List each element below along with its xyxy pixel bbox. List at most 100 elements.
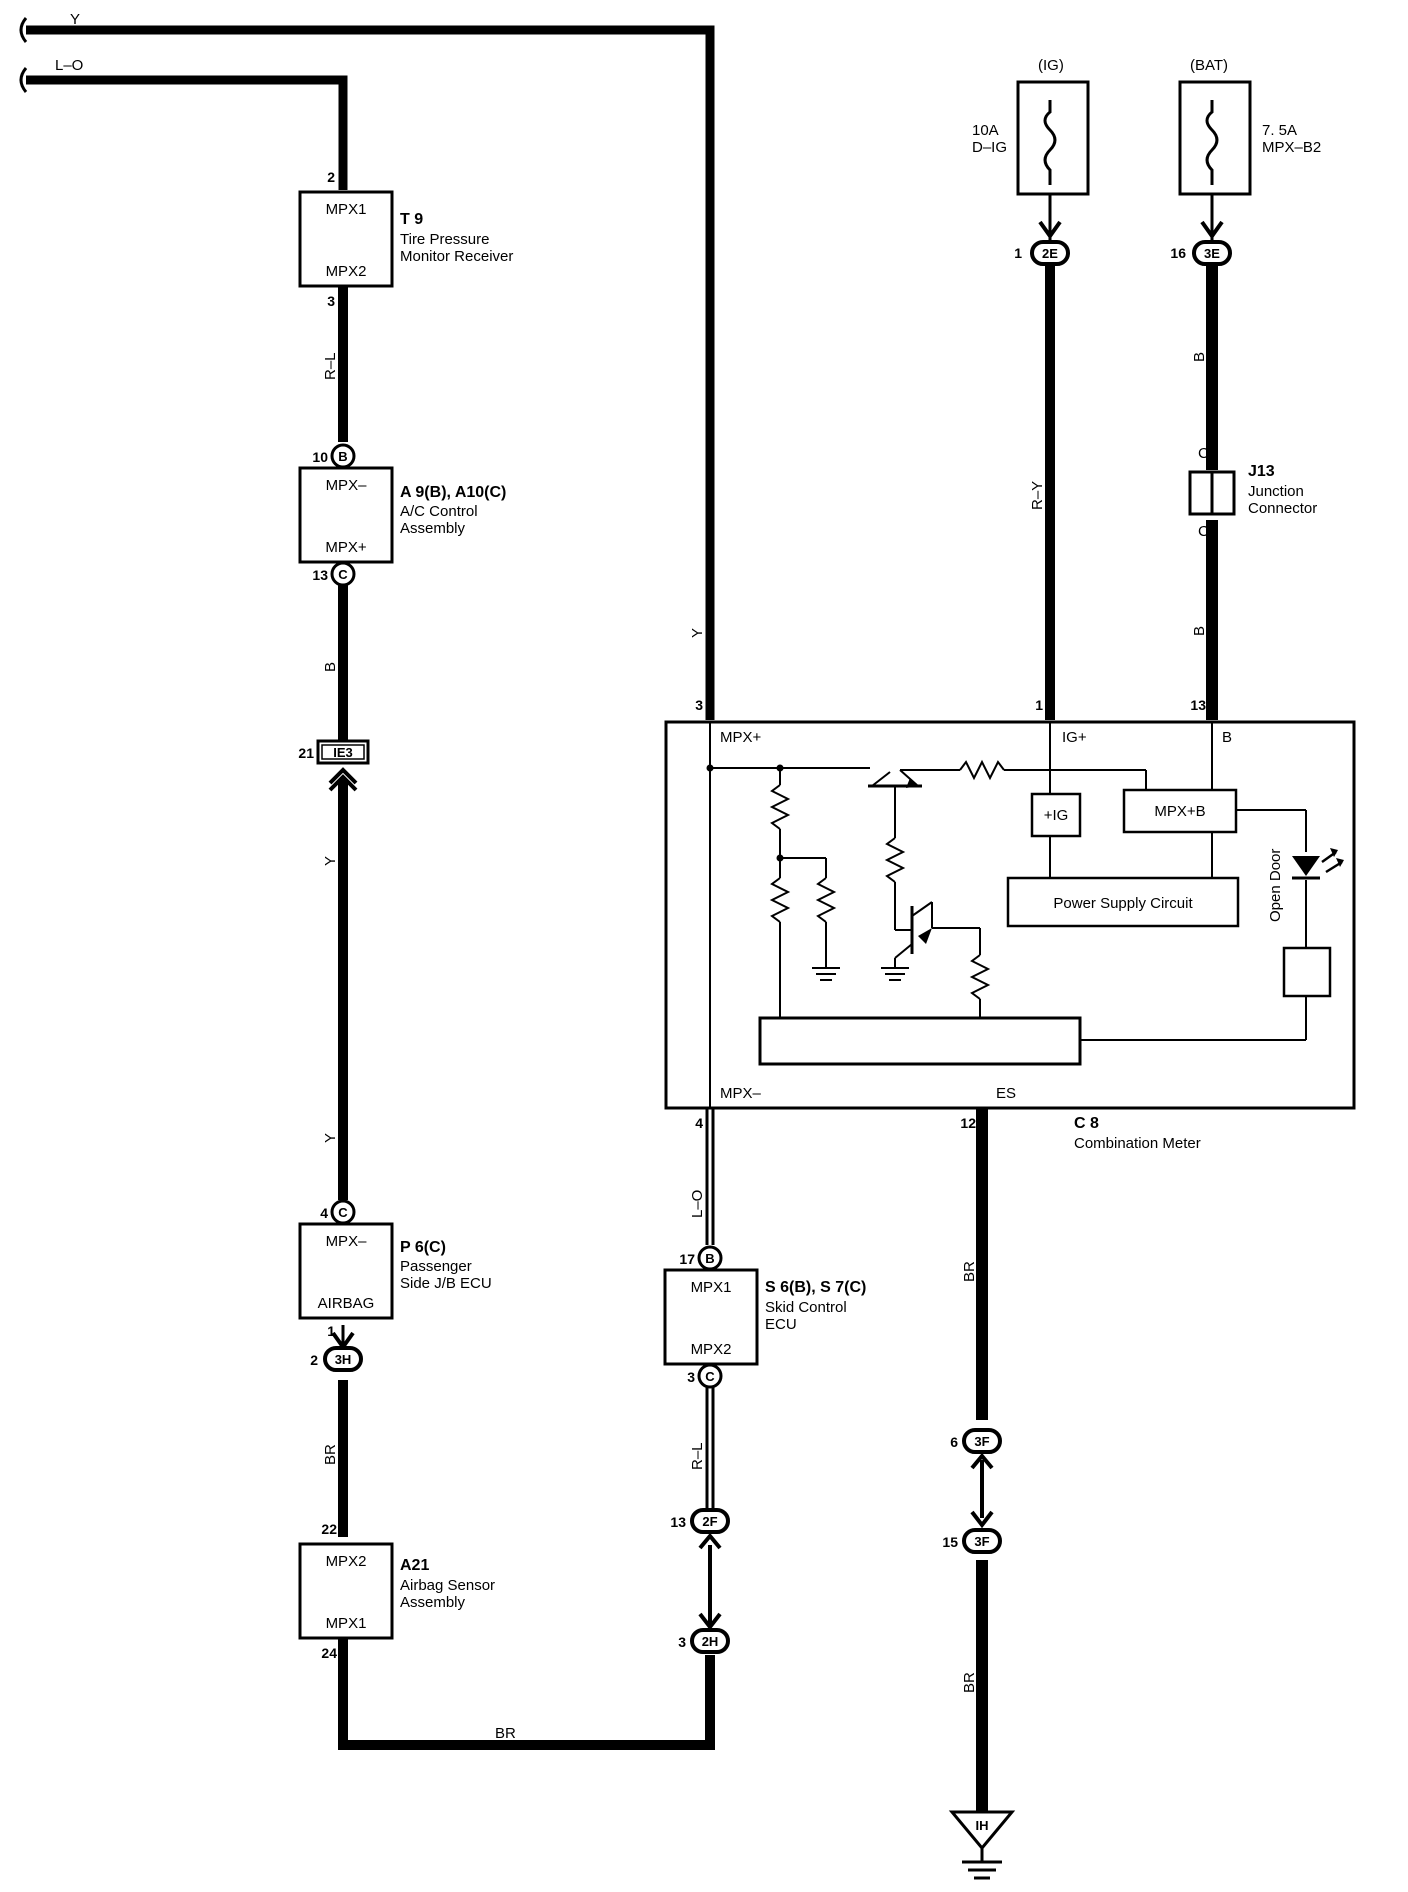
- svg-text:3H: 3H: [335, 1352, 352, 1367]
- ground-icon: [812, 967, 909, 981]
- component-j13: C C J13 Junction Connector: [1188, 445, 1317, 540]
- svg-text:B: B: [705, 1251, 714, 1266]
- wire-label-top-y: Y: [70, 11, 80, 28]
- wire-label-p6-a21: BR: [322, 1444, 339, 1465]
- pin-number: 3: [327, 293, 335, 309]
- block-label: MPX+B: [1154, 803, 1205, 820]
- connector-3e: 3E 16: [1170, 240, 1232, 266]
- ground-ih: IH: [948, 1810, 1016, 1880]
- fuse-source: (IG): [1038, 57, 1064, 74]
- terminal-label: IG+: [1062, 729, 1087, 746]
- pin-number: 13: [1190, 697, 1206, 713]
- component-code: S 6(B), S 7(C): [765, 1279, 866, 1296]
- fuse-source: (BAT): [1190, 57, 1228, 74]
- terminal-label: ES: [996, 1085, 1016, 1102]
- component-s6: B 17 MPX1 MPX2 C 3 S 6(B), S 7(C) Skid C…: [663, 1245, 866, 1389]
- c8-power-supply-block: [1006, 876, 1240, 928]
- component-code: A 9(B), A10(C): [400, 484, 506, 501]
- fuse-icon: [1205, 100, 1219, 185]
- svg-text:B: B: [338, 449, 347, 464]
- wire-bottom-br: [338, 1630, 715, 1750]
- component-name: Assembly: [400, 520, 466, 537]
- c8-mpxb-block: [1122, 788, 1238, 834]
- fuse-rating: 7. 5A: [1262, 122, 1297, 139]
- fuse-bat: (BAT) 7. 5A MPX–B2: [1178, 57, 1321, 196]
- pin-number: 2: [310, 1352, 318, 1368]
- component-name: A/C Control: [400, 503, 478, 520]
- wire-label-es-down: BR: [961, 1261, 978, 1282]
- terminal-label: AIRBAG: [318, 1295, 375, 1312]
- pin-number: 13: [312, 567, 328, 583]
- component-code: T 9: [400, 211, 423, 228]
- svg-text:2F: 2F: [702, 1514, 717, 1529]
- component-code: C 8: [1074, 1115, 1099, 1132]
- pin-number: 2: [327, 169, 335, 185]
- component-c8: 3 1 13 MPX+ IG+ B MPX– ES: [664, 697, 1356, 1152]
- fuse-rating: 10A: [972, 122, 999, 139]
- svg-text:3F: 3F: [974, 1534, 989, 1549]
- pin-number: 22: [321, 1521, 337, 1537]
- terminal-label: MPX2: [326, 1553, 367, 1570]
- connector-2h: 2H 3: [678, 1612, 730, 1654]
- terminal-label: B: [1222, 729, 1232, 746]
- connector-ie3: IE3 21: [298, 739, 370, 792]
- svg-text:C: C: [705, 1369, 715, 1384]
- svg-text:IE3: IE3: [333, 745, 353, 760]
- wire-label-bat-upper: B: [1191, 352, 1208, 362]
- component-name: Combination Meter: [1074, 1135, 1201, 1152]
- terminal-label: MPX+: [720, 729, 762, 746]
- block-label: +IG: [1044, 807, 1069, 824]
- wire-lo-top: [19, 67, 348, 190]
- svg-text:C: C: [338, 567, 348, 582]
- fuse-icon: [1043, 100, 1057, 185]
- wire-label-t9-a10: R–L: [322, 352, 339, 380]
- arrow-up-icon: [698, 1532, 722, 1550]
- component-a10: B 10 MPX– MPX+ C 13 A 9(B), A10(C) A/C C…: [298, 443, 506, 587]
- pin-number: 21: [298, 745, 314, 761]
- pin-number: 13: [670, 1514, 686, 1530]
- terminal-label: MPX1: [326, 201, 367, 218]
- pin-number: 17: [679, 1251, 695, 1267]
- pin-number: 10: [312, 449, 328, 465]
- terminal-label: MPX2: [691, 1341, 732, 1358]
- terminal-label: MPX–: [326, 477, 368, 494]
- svg-text:3F: 3F: [974, 1434, 989, 1449]
- arrow-up-icon: [328, 767, 358, 785]
- wire-label-s6-down: R–L: [689, 1442, 706, 1470]
- svg-text:2H: 2H: [702, 1634, 719, 1649]
- svg-text:C: C: [338, 1205, 348, 1220]
- block-label: Power Supply Circuit: [1053, 895, 1193, 912]
- j13-pin: C: [1198, 523, 1209, 540]
- terminal-label: MPX–: [326, 1233, 368, 1250]
- terminal-label: MPX2: [326, 263, 367, 280]
- fuse-name: D–IG: [972, 139, 1007, 156]
- svg-text:3E: 3E: [1204, 246, 1220, 261]
- component-name: Monitor Receiver: [400, 248, 513, 265]
- component-name: Side J/B ECU: [400, 1275, 492, 1292]
- pin-number: 12: [960, 1115, 976, 1131]
- component-code: P 6(C): [400, 1239, 446, 1256]
- component-code: A21: [400, 1557, 429, 1574]
- pin-number: 3: [695, 697, 703, 713]
- wire-label-a10-ie3: B: [322, 662, 339, 672]
- fuse-ig: (IG) 10A D–IG: [972, 57, 1090, 196]
- connector-3f-15: 3F 15: [942, 1510, 1002, 1554]
- pin-number: 1: [1014, 245, 1022, 261]
- component-name: ECU: [765, 1316, 797, 1333]
- pin-number: 3: [687, 1369, 695, 1385]
- arrow-down-icon: [970, 1510, 994, 1529]
- component-t9: 2 MPX1 MPX2 3 T 9 Tire Pressure Monitor …: [298, 169, 513, 309]
- pin-number: 4: [695, 1115, 703, 1131]
- terminal-label: MPX1: [326, 1615, 367, 1632]
- arrow-down-icon: [1200, 220, 1224, 240]
- component-name: Assembly: [400, 1594, 466, 1611]
- fuse-name: MPX–B2: [1262, 139, 1321, 156]
- wire-label-bat-lower: B: [1191, 626, 1208, 636]
- terminal-label: MPX–: [720, 1085, 762, 1102]
- svg-text:IH: IH: [976, 1818, 989, 1833]
- wire-label-top-lo: L–O: [55, 57, 83, 74]
- connector-2e: 2E 1: [1014, 240, 1070, 266]
- led-icon: [1292, 848, 1344, 880]
- terminal-label: MPX+: [325, 539, 367, 556]
